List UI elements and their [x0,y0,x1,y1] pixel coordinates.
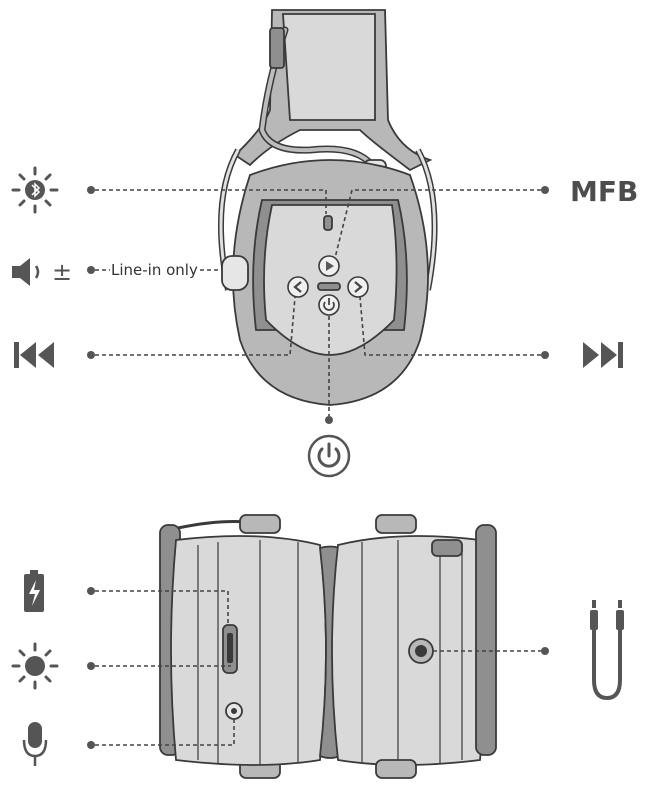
bottom-headphone-view [159,514,497,779]
battery-charging-icon [24,570,44,612]
microphone-icon [22,722,48,766]
bottom-leader-lines [87,587,549,749]
previous-track-icon [14,342,54,368]
top-leader-lines [87,186,549,424]
speaker-volume-icon [12,258,40,286]
volume-symbol: ± [52,258,72,286]
bluetooth-light-icon [11,166,59,214]
top-headphone-view [217,9,438,406]
line-in-label: Line-in only [111,261,198,279]
mfb-label: MFB [570,175,638,208]
indicator-light-icon [11,642,59,690]
next-track-icon [583,342,623,368]
power-icon [307,434,351,478]
aux-cable-icon [590,600,624,701]
